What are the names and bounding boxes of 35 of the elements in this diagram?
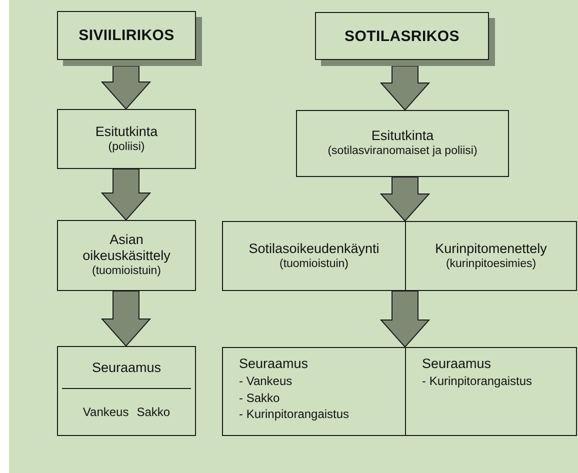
outcome-item: - Sakko (239, 390, 280, 406)
box-subtitle: (tuomioistuin) (279, 256, 349, 272)
process-box (222, 221, 406, 291)
box-subtitle: (sotilasviranomaiset ja poliisi) (328, 144, 478, 159)
block-arrow (100, 168, 152, 221)
outcome-item: Sakko (136, 404, 170, 420)
outcome-box (222, 347, 406, 436)
box-label: Kurinpitomenettely (435, 240, 547, 256)
process-box (405, 221, 577, 291)
box-label: Seuraamus (239, 356, 308, 372)
box-label: Esitutkinta (371, 128, 434, 144)
box-subtitle: (kurinpitoesimies) (446, 256, 536, 272)
box-subtitle: (poliisi) (108, 140, 145, 154)
box-label: Sotilasoikeudenkäynti (248, 240, 380, 256)
block-arrow (380, 290, 430, 348)
box-label: Esitutkinta (95, 124, 158, 140)
box-title: SIVIILIRIKOS (78, 27, 174, 44)
block-arrow (100, 66, 152, 110)
box-subtitle: (tuomioistuin) (92, 264, 162, 279)
process-box (296, 110, 509, 177)
box-label: Seuraamus (92, 360, 162, 376)
process-box (57, 109, 196, 169)
outcome-item: - Vankeus (239, 373, 292, 390)
box-title: SOTILASRIKOS (344, 28, 460, 44)
block-arrow (380, 176, 430, 222)
box-label: Asian oikeuskäsittely (82, 232, 172, 264)
box-label: Seuraamus (422, 356, 492, 372)
outcome-item: - Kurinpitorangaistus (239, 406, 350, 422)
outcome-item: - Kurinpitorangaistus (422, 373, 532, 390)
outcome-box (405, 347, 577, 436)
outcome-box (57, 346, 196, 436)
outcome-item: Vankeus (82, 404, 129, 420)
block-arrow (100, 290, 152, 347)
block-arrow (380, 66, 430, 111)
process-box (57, 220, 196, 291)
